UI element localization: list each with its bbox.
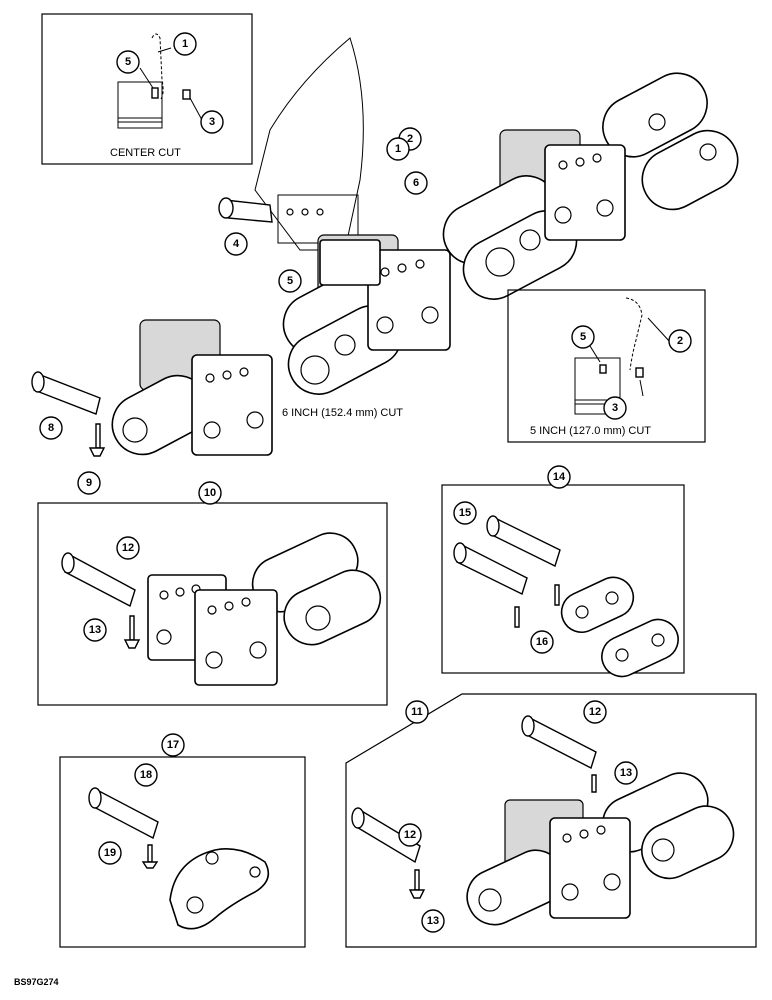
callout-c3a: 3 bbox=[200, 110, 224, 134]
six-inch-cut-caption: 6 INCH (152.4 mm) CUT bbox=[282, 407, 403, 419]
callout-c13c: 13 bbox=[421, 909, 445, 933]
callout-c12b: 12 bbox=[583, 700, 607, 724]
callout-label: 15 bbox=[459, 507, 471, 519]
callout-c2b: 2 bbox=[668, 329, 692, 353]
callout-label: 1 bbox=[182, 38, 188, 50]
callout-label: 5 bbox=[580, 331, 586, 343]
callout-c5c: 5 bbox=[571, 325, 595, 349]
callout-label: 16 bbox=[536, 636, 548, 648]
callout-c18: 18 bbox=[134, 763, 158, 787]
callout-c14: 14 bbox=[547, 465, 571, 489]
callout-label: 13 bbox=[620, 767, 632, 779]
kit-10-inset bbox=[37, 502, 388, 706]
callout-c5b: 5 bbox=[278, 269, 302, 293]
center-cut-inset: CENTER CUT bbox=[41, 13, 253, 165]
callout-label: 8 bbox=[48, 422, 54, 434]
callout-c16: 16 bbox=[530, 630, 554, 654]
callout-label: 18 bbox=[140, 769, 152, 781]
figure-id: BS97G274 bbox=[14, 977, 59, 987]
callout-label: 3 bbox=[612, 402, 618, 414]
callout-label: 12 bbox=[589, 706, 601, 718]
callout-c1a: 1 bbox=[173, 32, 197, 56]
callout-c13a: 13 bbox=[83, 618, 107, 642]
callout-label: 5 bbox=[125, 56, 131, 68]
callout-label: 12 bbox=[404, 829, 416, 841]
callout-label: 12 bbox=[122, 542, 134, 554]
callout-c12c: 12 bbox=[398, 823, 422, 847]
callout-c11: 11 bbox=[405, 700, 429, 724]
callout-label: 13 bbox=[89, 624, 101, 636]
callout-c13b: 13 bbox=[614, 761, 638, 785]
callout-c9: 9 bbox=[77, 471, 101, 495]
callout-label: 4 bbox=[233, 238, 240, 250]
five-inch-cut-inset: 5 INCH (127.0 mm) CUT bbox=[507, 289, 706, 443]
center-cut-caption: CENTER CUT bbox=[110, 147, 181, 159]
callout-c19: 19 bbox=[98, 841, 122, 865]
callout-c6: 6 bbox=[404, 171, 428, 195]
callout-c5a: 5 bbox=[116, 50, 140, 74]
callout-label: 10 bbox=[204, 487, 216, 499]
callout-c17: 17 bbox=[161, 733, 185, 757]
callout-label: 17 bbox=[167, 739, 179, 751]
kit-17-inset bbox=[59, 756, 306, 948]
callout-c3b: 3 bbox=[603, 396, 627, 420]
callout-c12a: 12 bbox=[116, 536, 140, 560]
callout-c4: 4 bbox=[224, 232, 248, 256]
callout-label: 13 bbox=[427, 915, 439, 927]
callout-label: 2 bbox=[677, 335, 683, 347]
callout-label: 3 bbox=[209, 116, 215, 128]
callout-label: 5 bbox=[287, 275, 293, 287]
callout-label: 14 bbox=[553, 471, 566, 483]
kit-11-inset bbox=[345, 693, 757, 948]
five-inch-cut-caption: 5 INCH (127.0 mm) CUT bbox=[530, 425, 651, 437]
callout-label: 1 bbox=[395, 143, 401, 155]
callout-label: 2 bbox=[407, 133, 413, 145]
callout-c1b: 1 bbox=[386, 137, 410, 161]
callout-c8: 8 bbox=[39, 416, 63, 440]
callout-label: 11 bbox=[411, 706, 423, 718]
callout-label: 9 bbox=[86, 477, 92, 489]
callout-label: 19 bbox=[104, 847, 116, 859]
callout-label: 6 bbox=[413, 177, 419, 189]
cutter-tooth-assembly bbox=[218, 37, 364, 251]
callout-c10: 10 bbox=[198, 481, 222, 505]
callout-c15: 15 bbox=[453, 501, 477, 525]
kit-14-inset bbox=[441, 484, 685, 678]
main-chain: 6 INCH (152.4 mm) CUT bbox=[31, 72, 739, 457]
